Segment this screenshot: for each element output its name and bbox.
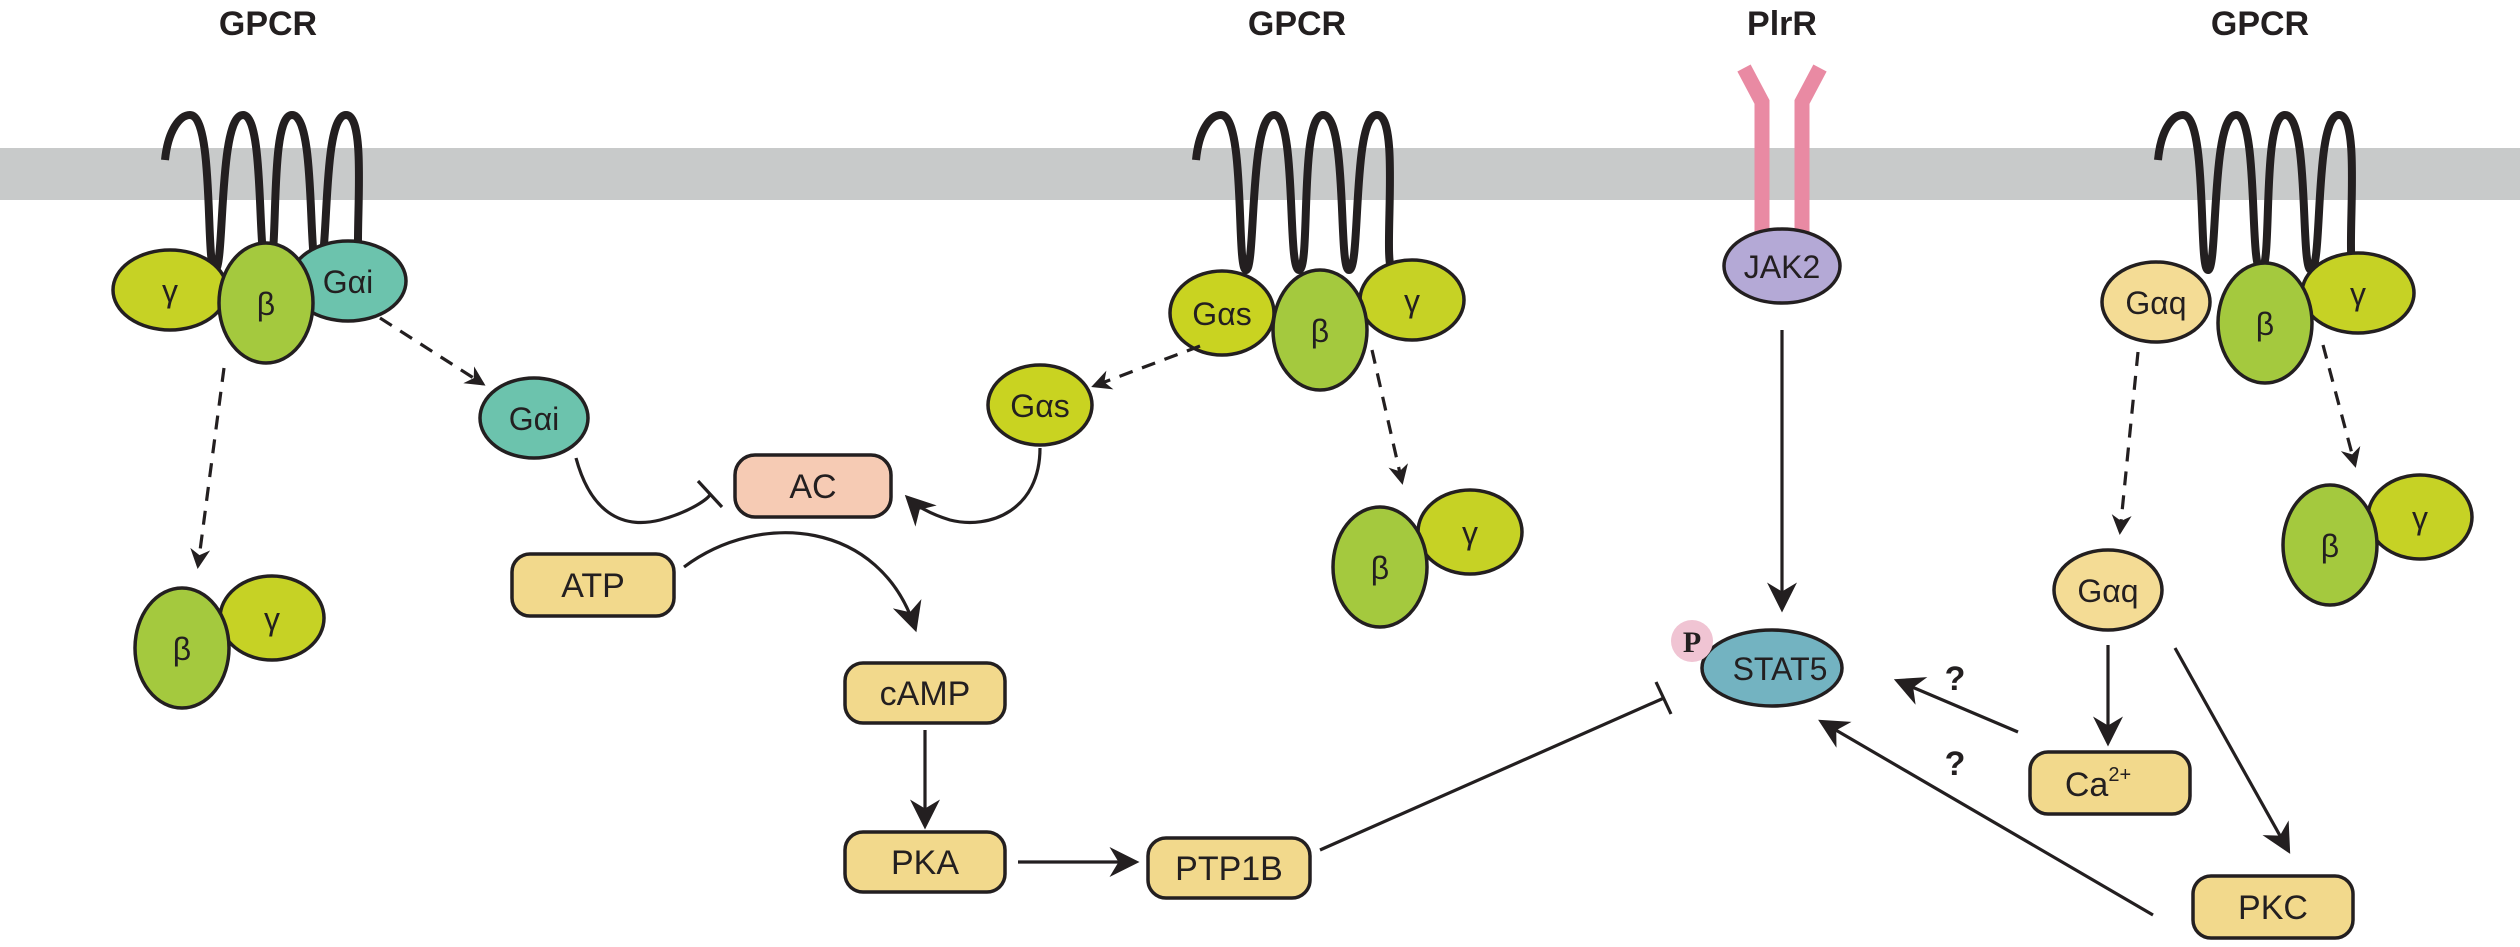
g-alpha-q-label: Gαq	[2125, 285, 2186, 321]
beta-subunit-right	[2216, 261, 2314, 385]
phosphate-label: P	[1683, 626, 1701, 659]
pkc-to-stat5-arrow	[1818, 719, 2154, 917]
phosphate-group	[1671, 620, 1713, 662]
stat5-label: STAT5	[1733, 651, 1828, 687]
g-alpha-q-to-pkc-arrow	[2173, 647, 2291, 854]
calcium-charge: 2+	[2108, 764, 2131, 786]
ptp1b-label: PTP1B	[1175, 850, 1283, 888]
g-alpha-s-free	[986, 363, 1094, 447]
dissociation-arrow-beta-gamma-right	[2321, 344, 2361, 468]
g-alpha-i-free-label: Gαi	[509, 401, 560, 437]
beta-free-right-label: β	[2321, 528, 2339, 564]
calcium-question-mark: ?	[1945, 660, 1966, 698]
header-gpcr-right: GPCR	[2211, 5, 2309, 43]
beta-subunit-middle	[1271, 268, 1369, 392]
pka-box	[843, 830, 1007, 894]
dissociation-arrow-g-alpha-q	[2111, 351, 2140, 535]
prolactin-receptor	[1737, 64, 1827, 232]
gamma-free-right-label: γ	[2412, 500, 2428, 536]
beta-subunit-left	[217, 241, 315, 365]
stat5-node	[1700, 628, 1844, 708]
calcium-symbol: Ca	[2065, 766, 2109, 804]
beta-free-middle-label: β	[1371, 550, 1389, 586]
beta-middle-label: β	[1311, 313, 1329, 349]
calcium-box	[2028, 750, 2192, 816]
pkc-label: PKC	[2238, 889, 2308, 927]
pka-label: PKA	[891, 844, 959, 882]
dissociation-arrow-beta-gamma-middle	[1370, 349, 1408, 485]
gamma-free-left-label: γ	[264, 601, 280, 637]
g-alpha-s-label: Gαs	[1192, 296, 1251, 332]
beta-label: β	[257, 286, 275, 322]
g-alpha-i-inhibition	[574, 457, 712, 525]
ptp1b-box	[1146, 836, 1312, 900]
header-gpcr-middle: GPCR	[1248, 5, 1346, 43]
g-alpha-q-free	[2052, 548, 2164, 632]
g-alpha-s-activation	[904, 447, 1042, 527]
g-alpha-q-bound	[2100, 260, 2212, 344]
header-gpcr-left: GPCR	[219, 5, 317, 43]
calcium-to-stat5-arrow	[1893, 677, 2019, 734]
g-alpha-i-inhibition-bar	[696, 479, 724, 509]
header-plrr: PlrR	[1747, 5, 1817, 43]
camp-box	[843, 661, 1007, 725]
ac-label: AC	[789, 468, 836, 506]
dissociation-arrow-g-alpha-i	[379, 316, 486, 386]
ptp1b-inhibition-bar	[1654, 681, 1673, 715]
pkc-box	[2191, 874, 2355, 940]
atp-to-camp-arrow	[683, 531, 922, 633]
beta-free-right	[2281, 483, 2379, 607]
atp-label: ATP	[561, 567, 625, 605]
g-alpha-i-label: Gαi	[323, 264, 374, 300]
gamma-middle-label: γ	[1404, 283, 1420, 319]
beta-free-left-label: β	[173, 631, 191, 667]
g-alpha-i-free	[478, 376, 590, 460]
gpcr-middle-receptor	[1192, 110, 1397, 275]
gamma-right-label: γ	[2350, 276, 2366, 312]
beta-free-middle	[1331, 505, 1429, 629]
g-alpha-s-free-label: Gαs	[1010, 388, 1069, 424]
pkc-question-mark: ?	[1945, 745, 1966, 783]
beta-right-label: β	[2256, 306, 2274, 342]
dissociation-arrow-g-alpha-s	[1091, 344, 1201, 390]
jak2-label: JAK2	[1744, 249, 1820, 285]
atp-box	[510, 552, 676, 618]
ptp1b-inhibition	[1319, 696, 1665, 852]
adenylyl-cyclase-box	[733, 453, 893, 519]
jak2-node	[1722, 227, 1842, 305]
beta-free-left	[133, 586, 231, 710]
gamma-label: γ	[162, 273, 178, 309]
dissociation-arrow-beta-gamma-left	[190, 367, 226, 569]
g-alpha-q-free-label: Gαq	[2077, 573, 2138, 609]
gamma-free-middle-label: γ	[1462, 515, 1478, 551]
calcium-label: Ca2+	[2065, 764, 2131, 804]
camp-label: cAMP	[880, 675, 971, 713]
